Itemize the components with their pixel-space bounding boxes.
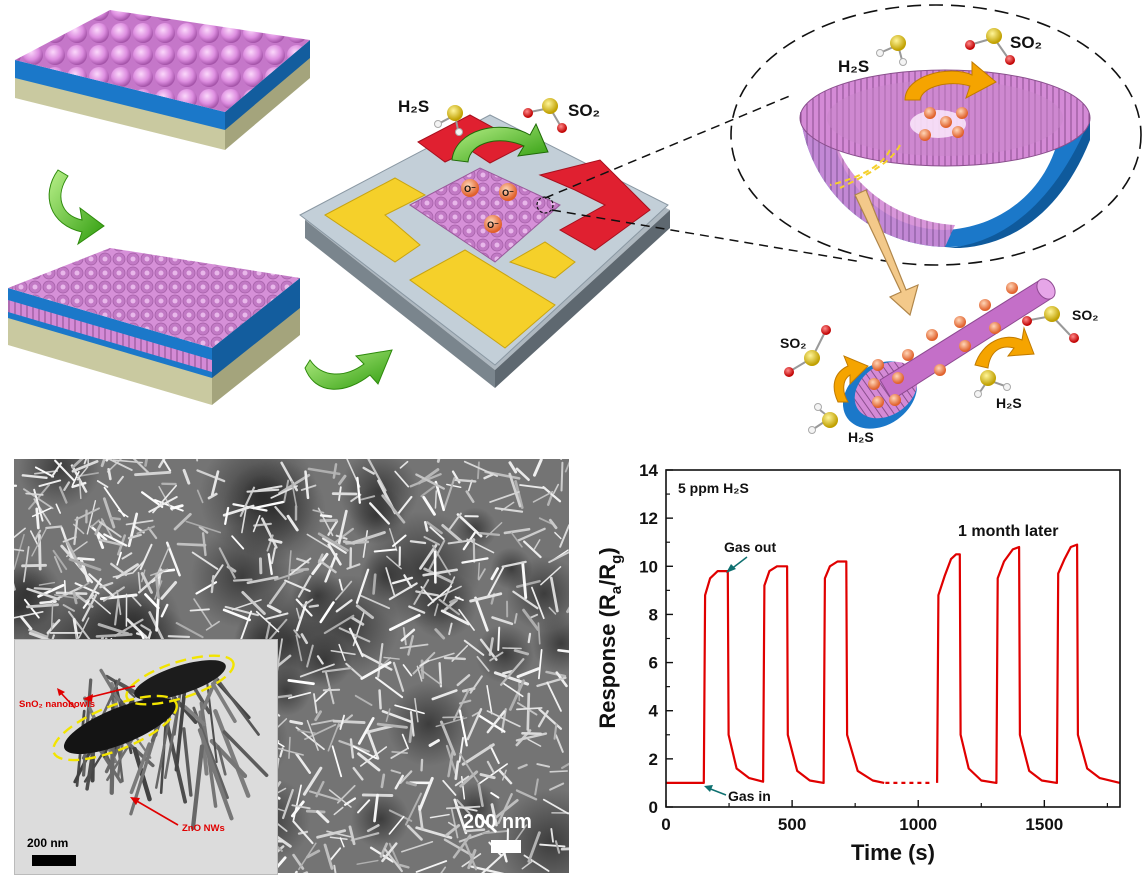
so2-label-bowl: SO₂ bbox=[1010, 33, 1042, 52]
y-tick-label: 8 bbox=[649, 605, 658, 624]
y-tick-label: 10 bbox=[639, 557, 658, 576]
h2s-label-bowl: H₂S bbox=[838, 57, 869, 76]
nanobowl-with-nanowire bbox=[830, 275, 1059, 442]
x-tick-label: 0 bbox=[661, 815, 670, 834]
y-tick-label: 4 bbox=[649, 702, 659, 721]
svg-text:O⁻: O⁻ bbox=[487, 220, 499, 230]
h2s-label-left: H₂S bbox=[848, 429, 874, 445]
response-curve-3 bbox=[937, 545, 1120, 783]
h2s-label-device: H₂S bbox=[398, 97, 429, 116]
y-axis-label: Response (Ra/Rg) bbox=[595, 547, 625, 728]
y-tick-label: 14 bbox=[639, 461, 658, 480]
y-tick-label: 0 bbox=[649, 798, 658, 817]
tem-scale-bar bbox=[32, 855, 76, 866]
so2-label-left: SO₂ bbox=[780, 335, 806, 351]
response-curve-1 bbox=[666, 562, 884, 783]
so2-label-right: SO₂ bbox=[1072, 307, 1098, 323]
x-tick-label: 1500 bbox=[1025, 815, 1063, 834]
svg-text:O⁻: O⁻ bbox=[502, 188, 514, 198]
tem-label-sno2: SnO₂ nanobowls bbox=[19, 699, 95, 710]
x-tick-label: 1000 bbox=[899, 815, 937, 834]
sem-scale-bar bbox=[491, 840, 521, 853]
h2s-molecule-bowl bbox=[877, 35, 907, 66]
y-tick-label: 6 bbox=[649, 654, 658, 673]
so2-molecule-bowl bbox=[965, 28, 1015, 65]
tem-scale-bar-label: 200 nm bbox=[27, 836, 68, 850]
h2s-label-right: H₂S bbox=[996, 395, 1022, 411]
gas-sensor-device bbox=[300, 115, 670, 388]
template-stack-2 bbox=[8, 248, 300, 405]
process-arrow-down bbox=[49, 170, 104, 244]
tem-label-zno: ZnO NWs bbox=[182, 823, 225, 834]
h2s-molecule-right bbox=[975, 370, 1011, 398]
annotation-gas-in: Gas in bbox=[728, 788, 771, 804]
svg-text:O⁻: O⁻ bbox=[464, 184, 476, 194]
annotation-gas-out: Gas out bbox=[724, 539, 776, 555]
template-stack-1 bbox=[15, 10, 310, 150]
so2-molecule-device bbox=[523, 98, 567, 133]
synthesis-schematic: O⁻ O⁻ O⁻ H₂S SO₂ bbox=[0, 0, 1142, 450]
annotation-gas: 5 ppm H₂S bbox=[678, 480, 749, 496]
response-chart: 0 500 1000 1500 0 2 4 6 8 10 12 14 5 ppm H₂S 1 mont… bbox=[590, 455, 1142, 877]
so2-molecule-left bbox=[784, 325, 831, 377]
so2-label-device: SO₂ bbox=[568, 101, 600, 120]
sno2-nanobowl-cutaway bbox=[800, 70, 1090, 248]
y-tick-label: 2 bbox=[649, 750, 658, 769]
h2s-molecule-left bbox=[809, 404, 839, 434]
x-tick-label: 500 bbox=[778, 815, 806, 834]
x-axis-label: Time (s) bbox=[851, 840, 935, 865]
y-tick-label: 12 bbox=[639, 509, 658, 528]
sem-scale-bar-label: 200 nm bbox=[463, 811, 532, 834]
annotation-later: 1 month later bbox=[958, 523, 1058, 540]
process-arrow-right bbox=[305, 350, 392, 389]
chart-canvas: 0 500 1000 1500 0 2 4 6 8 10 12 14 5 ppm H₂S 1 mont… bbox=[590, 455, 1142, 877]
tem-inset: SnO₂ nanobowls ZnO NWs 200 nm bbox=[14, 639, 278, 875]
